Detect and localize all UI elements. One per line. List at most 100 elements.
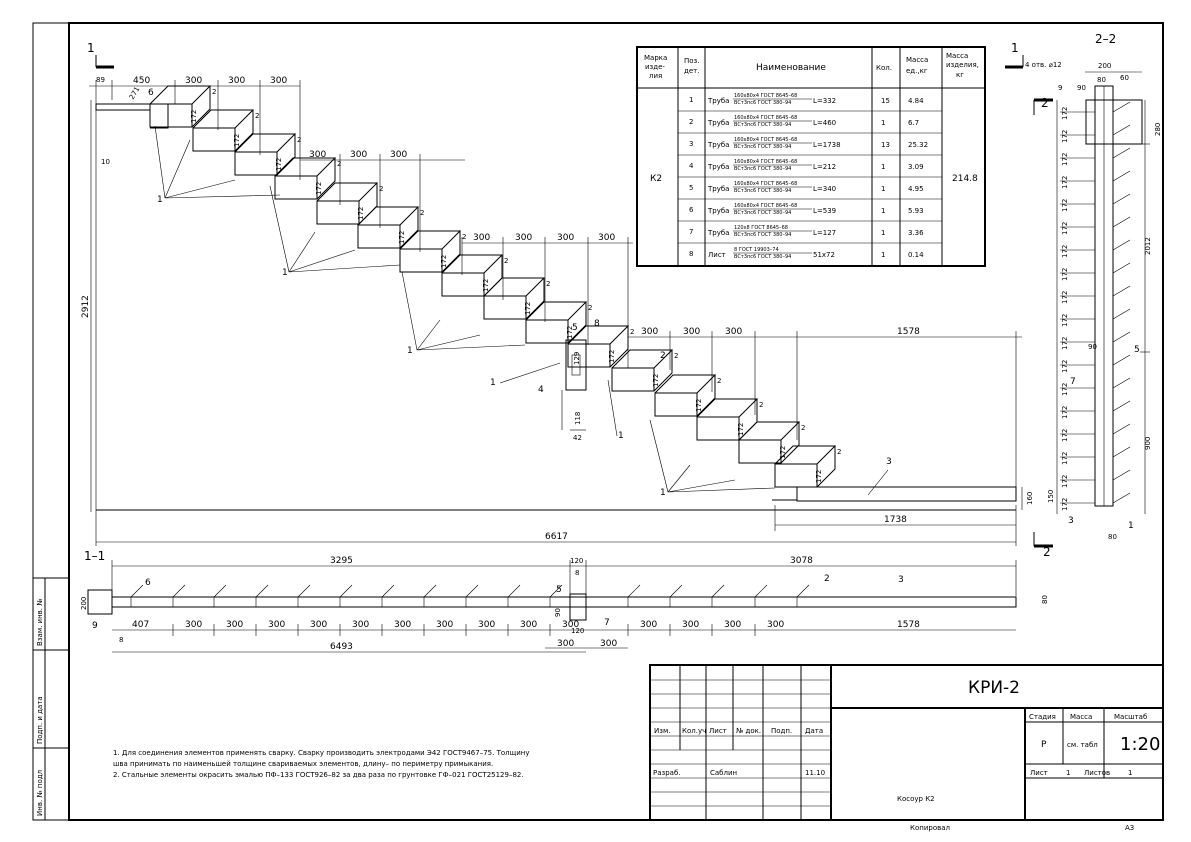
sec11-step-dim-r: 300 xyxy=(682,620,699,630)
step-box xyxy=(738,439,782,464)
spec-frac-bot: ВСт3пс6 ГОСТ 380–94 xyxy=(734,100,791,106)
dim-300-k: 300 xyxy=(641,327,658,337)
spec-name-pre: Лист xyxy=(708,251,726,259)
step-box xyxy=(441,272,485,297)
dim-300-j: 300 xyxy=(598,233,615,243)
step-172: 172 xyxy=(815,470,823,483)
sec11-step-dim-r: 300 xyxy=(640,620,657,630)
spec-pos: 7 xyxy=(689,228,693,236)
svg-text:1: 1 xyxy=(157,195,163,205)
spec-pos: 8 xyxy=(689,250,693,258)
sec11-step-dim-r: 300 xyxy=(767,620,784,630)
notes: 1. Для соединения элементов применять св… xyxy=(113,749,529,779)
tb-date: 11.10 xyxy=(805,769,825,777)
spec-h-mark-1: Марка xyxy=(644,54,667,62)
sec11-407: 407 xyxy=(132,620,149,630)
dim-300-l: 300 xyxy=(683,327,700,337)
section-1-1: 1–1 3295 120 3078 200 6 5 8 2 3 9 7 80 8… xyxy=(80,549,1049,653)
spec-qty: 13 xyxy=(881,141,890,149)
step-pos-2: 2 xyxy=(674,352,678,360)
spec-frac-top: 160х80х4 ГОСТ 8645–68 xyxy=(734,159,797,165)
tb-name: Саблин xyxy=(710,769,737,777)
step-pos-2: 2 xyxy=(759,401,763,409)
spec-name-pre: Труба xyxy=(707,185,729,193)
step-pos-2: 2 xyxy=(717,377,721,385)
spec-h-qty: Кол. xyxy=(876,64,892,72)
tb-sheet-no: 1 xyxy=(1066,769,1070,777)
spec-qty: 1 xyxy=(881,185,885,193)
spec-name-suffix: L=127 xyxy=(813,229,836,237)
step-box xyxy=(149,103,193,128)
sec11-80: 80 xyxy=(1041,595,1049,604)
sec22-172: 172 xyxy=(1061,498,1069,511)
step-box xyxy=(234,151,278,176)
side-inv: Инв. № подл xyxy=(36,770,44,816)
cut-2-bottom: 2 xyxy=(1043,545,1051,559)
spec-frac-top: 120х8 ГОСТ 8645–68 xyxy=(734,225,788,231)
dim-10: 10 xyxy=(101,158,110,166)
step-172: 172 xyxy=(524,302,532,315)
dim-118: 118 xyxy=(574,412,582,425)
spec-frac-top: 160х80х4 ГОСТ 8645–68 xyxy=(734,181,797,187)
sec11-step-dim-r: 300 xyxy=(724,620,741,630)
tb-podp: Подп. xyxy=(771,727,792,735)
sec11-step-dim: 300 xyxy=(268,620,285,630)
side-vzam: Взам. инв. № xyxy=(36,598,44,646)
step-box xyxy=(399,248,443,273)
sec22-172: 172 xyxy=(1061,199,1069,212)
sec11-8b: 8 xyxy=(119,636,123,644)
spec-frac-bot: ВСт3пс6 ГОСТ 380–94 xyxy=(734,122,791,128)
step-pos-2: 2 xyxy=(462,233,466,241)
spec-frac-top: 160х80х4 ГОСТ 8645–68 xyxy=(734,115,797,121)
spec-mass: 3.36 xyxy=(908,229,924,237)
sec22-172: 172 xyxy=(1061,406,1069,419)
spec-table: Марка изде- лия Поз. дет. Наименование К… xyxy=(636,46,986,267)
sec22-90: 90 xyxy=(1077,84,1086,92)
spec-frac-bot: ВСт3пс6 ГОСТ 380–94 xyxy=(734,210,791,216)
sec11-1578: 1578 xyxy=(897,620,920,630)
sec11-step-dim: 300 xyxy=(478,620,495,630)
spec-frac-top: 8 ГОСТ 19903–74 xyxy=(734,247,779,253)
label-4: 4 xyxy=(538,385,544,395)
tb-format: A3 xyxy=(1125,824,1134,832)
sec22-172: 172 xyxy=(1061,153,1069,166)
sec22-172: 172 xyxy=(1061,383,1069,396)
dim-160: 160 xyxy=(1026,492,1034,505)
step-172: 172 xyxy=(608,350,616,363)
sec22-200: 200 xyxy=(1098,62,1111,70)
step-pos-2: 2 xyxy=(546,280,550,288)
sec11-9: 9 xyxy=(92,621,98,631)
svg-text:1: 1 xyxy=(407,346,413,356)
dim-300-c: 300 xyxy=(270,76,287,86)
side-stamp: Инв. № подл Подп. и дата Взам. инв. № xyxy=(33,577,69,820)
spec-mark: К2 xyxy=(650,174,662,184)
svg-text:1: 1 xyxy=(618,431,624,441)
note-line-3: 2. Стальные элементы окрасить эмалью ПФ–… xyxy=(113,771,524,779)
spec-frac-top: 160х80х4 ГОСТ 8645–68 xyxy=(734,93,797,99)
spec-name-suffix: L=340 xyxy=(813,185,836,193)
tb-role: Разраб. xyxy=(653,769,681,777)
spec-mass: 5.93 xyxy=(908,207,924,215)
sec11-3: 3 xyxy=(898,575,904,585)
spec-frac-bot: ВСт3пс6 ГОСТ 380–94 xyxy=(734,188,791,194)
tb-sheets-lbl: Листов xyxy=(1084,769,1110,777)
inner-frame xyxy=(68,22,1164,821)
step-172: 172 xyxy=(737,423,745,436)
spec-frac-bot: ВСт3пс6 ГОСТ 380–94 xyxy=(734,232,791,238)
sec11-step-dim: 300 xyxy=(310,620,327,630)
tb-sheets-no: 1 xyxy=(1128,769,1132,777)
step-box xyxy=(192,127,236,152)
dim-6617: 6617 xyxy=(545,532,568,542)
sec22-150: 150 xyxy=(1047,490,1055,503)
step-172: 172 xyxy=(566,326,574,339)
leaders-1: 1 1 1 1 1 1 xyxy=(154,125,776,498)
tb-data: Дата xyxy=(805,727,823,735)
spec-frac-top: 160х80х4 ГОСТ 8645–68 xyxy=(734,203,797,209)
tb-koluch: Кол.уч xyxy=(682,727,706,735)
spec-name-suffix: L=212 xyxy=(813,163,836,171)
svg-text:1: 1 xyxy=(490,378,496,388)
spec-mass: 6.7 xyxy=(908,119,919,127)
sec11-step-dim: 300 xyxy=(562,620,579,630)
dim-300-f: 300 xyxy=(390,150,407,160)
